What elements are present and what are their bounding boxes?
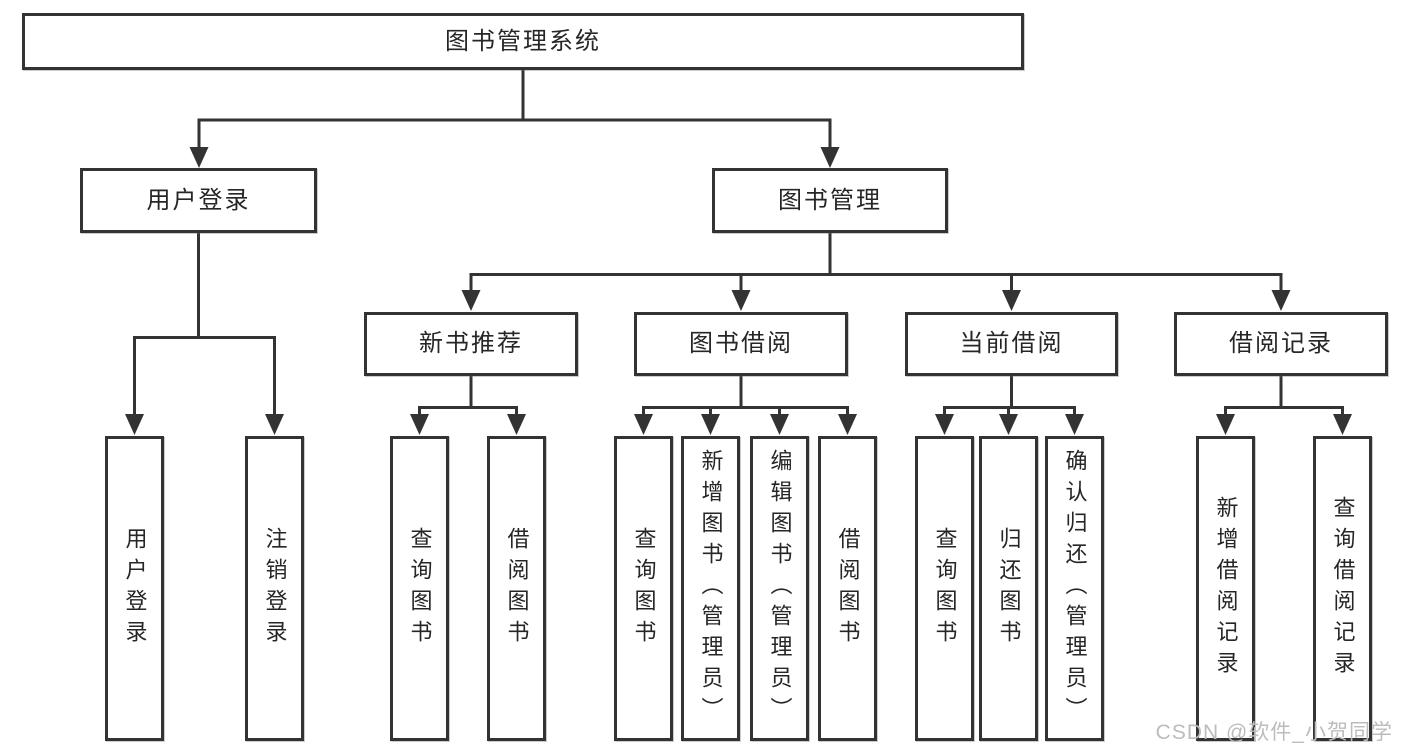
leaf-user-login: 用户登录 — [105, 436, 164, 741]
leaf-confirm-return-admin: 确认归还（管理员） — [1045, 436, 1104, 741]
leaf-return-books: 归还图书 — [979, 436, 1038, 741]
leaf-add-books-admin: 新增图书（管理员） — [681, 436, 740, 741]
leaf-query-borrow-record: 查询借阅记录 — [1313, 436, 1372, 741]
node-book-management: 图书管理 — [712, 168, 948, 233]
leaf-borrow-books-recommend: 借阅图书 — [487, 436, 546, 741]
leaf-borrow-books: 借阅图书 — [818, 436, 877, 741]
node-new-book-recommendation: 新书推荐 — [364, 312, 578, 376]
node-current-borrowing: 当前借阅 — [905, 312, 1118, 376]
watermark: CSDN @软件_小贺同学 — [1155, 721, 1393, 744]
node-library-management-system: 图书管理系统 — [22, 13, 1024, 70]
node-book-borrowing: 图书借阅 — [634, 312, 848, 376]
leaf-query-books-borrowing: 查询图书 — [614, 436, 673, 741]
leaf-query-books-current: 查询图书 — [915, 436, 974, 741]
leaf-edit-books-admin: 编辑图书（管理员） — [750, 436, 809, 741]
node-borrowing-records: 借阅记录 — [1174, 312, 1388, 376]
leaf-logout: 注销登录 — [245, 436, 304, 741]
leaf-query-books-recommend: 查询图书 — [390, 436, 449, 741]
node-user-login: 用户登录 — [80, 168, 317, 233]
leaf-add-borrow-record: 新增借阅记录 — [1196, 436, 1255, 741]
